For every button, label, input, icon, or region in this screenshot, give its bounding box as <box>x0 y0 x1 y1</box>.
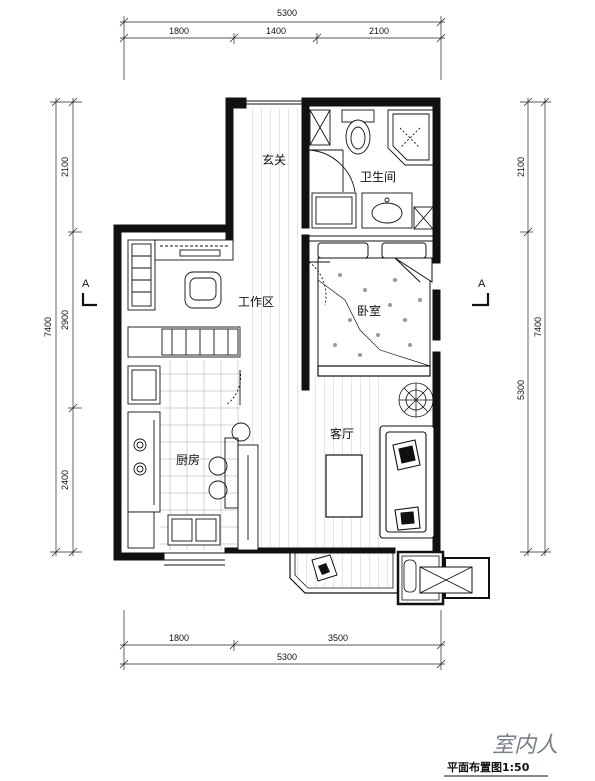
bathroom-door <box>308 149 356 193</box>
right-dimensions <box>520 97 551 557</box>
room-label-work-area: 工作区 <box>238 295 274 309</box>
left-segment-dimension-1: 2100 <box>60 157 70 177</box>
right-segment-dimension-2: 5300 <box>516 380 526 400</box>
walls <box>113 97 441 561</box>
bathroom-fixtures <box>309 109 434 230</box>
bottom-segment-dimension-2: 3500 <box>328 633 348 643</box>
bedspread-pattern <box>333 273 422 357</box>
bottom-segment-dimension-1: 1800 <box>169 633 189 643</box>
watermark-logo: 室内人 <box>492 733 558 758</box>
room-label-entrance: 玄关 <box>262 152 286 167</box>
balcony-chair <box>311 554 338 582</box>
left-total-dimension: 7400 <box>43 317 53 337</box>
top-segment-dimension-1: 1800 <box>169 26 189 36</box>
left-dimensions <box>50 97 82 557</box>
work-area-furniture <box>127 239 241 358</box>
kitchen-door <box>225 369 242 406</box>
kitchen-fixtures <box>127 365 259 551</box>
top-dimensions <box>119 16 446 80</box>
drawing-caption: 平面布置图1:50 <box>447 760 530 774</box>
room-label-bedroom: 卧室 <box>357 303 381 318</box>
top-total-dimension: 5300 <box>277 8 297 18</box>
bedroom-furniture <box>317 242 433 377</box>
right-total-dimension: 7400 <box>533 317 543 337</box>
right-segment-dimension-1: 2100 <box>516 157 526 177</box>
outdoor-unit-shaft <box>396 550 490 606</box>
bottom-total-dimension: 5300 <box>277 652 297 662</box>
section-marker-left: A <box>81 278 97 307</box>
coffee-table <box>325 454 363 518</box>
balcony-floor <box>296 553 392 587</box>
top-segment-dimension-3: 2100 <box>369 26 389 36</box>
room-label-living-room: 客厅 <box>330 426 354 441</box>
entrance-door <box>246 100 302 105</box>
top-segment-dimension-2: 1400 <box>266 26 286 36</box>
sofa <box>379 425 435 539</box>
wall-outlines <box>164 235 434 566</box>
room-label-kitchen: 厨房 <box>176 452 200 467</box>
section-marker-right: A <box>472 278 490 307</box>
bottom-dimensions <box>119 610 446 670</box>
svg-text:A: A <box>82 278 90 290</box>
svg-text:A: A <box>478 278 486 290</box>
left-segment-dimension-3: 2400 <box>60 470 70 490</box>
left-segment-dimension-2: 2900 <box>60 310 70 330</box>
plant <box>398 382 434 418</box>
room-label-bathroom: 卫生间 <box>360 170 396 184</box>
bedroom-door <box>308 261 330 306</box>
